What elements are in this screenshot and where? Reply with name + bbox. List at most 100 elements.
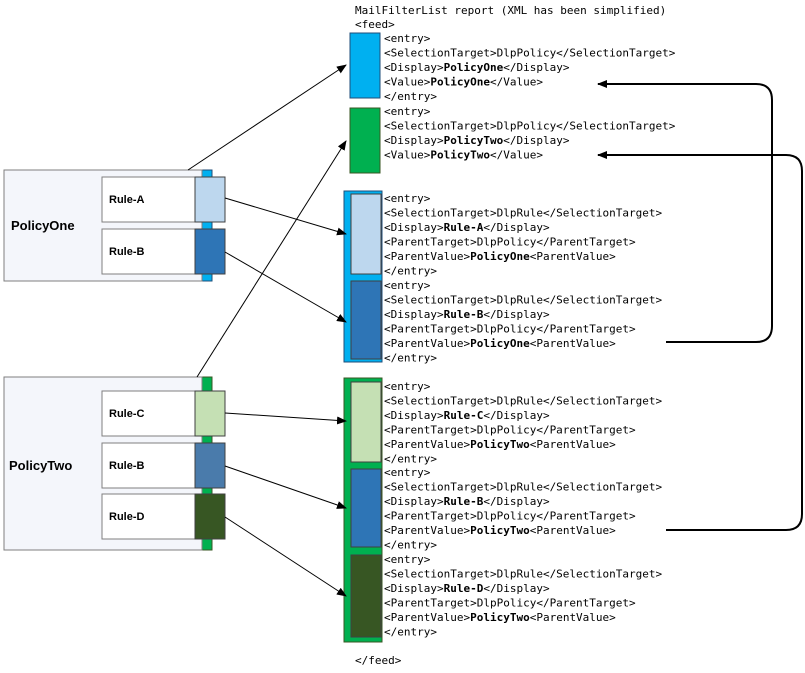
xml-line: <Display>Rule-D</Display>	[384, 582, 550, 595]
xml-text: </Display>	[483, 308, 550, 321]
xml-text: <ParentValue>	[384, 524, 470, 537]
xml-line: <entry>	[384, 32, 431, 45]
xml-text: <entry>	[384, 553, 431, 566]
xml-text: <Display>	[384, 221, 444, 234]
xml-line: <Value>PolicyTwo</Value>	[384, 149, 543, 162]
rule-d-box	[101, 493, 197, 540]
rule-b-two-swatch	[194, 442, 226, 489]
xml-line: </entry>	[384, 265, 437, 278]
xml-line: <ParentValue>PolicyOne<ParentValue>	[384, 337, 616, 350]
xml-value: PolicyOne	[430, 76, 490, 89]
xml-text: <Display>	[384, 409, 444, 422]
xml-line: <entry>	[384, 466, 431, 479]
xml-value: PolicyOne	[470, 250, 530, 263]
xml-text: <ParentValue>	[530, 611, 616, 624]
xml-value: Rule-D	[444, 582, 484, 595]
xml-text: <Display>	[384, 134, 444, 147]
xml-line: <Value>PolicyOne</Value>	[384, 76, 543, 89]
policy-one-group: PolicyOne Rule-A Rule-B	[3, 169, 226, 282]
xml-text: <SelectionTarget>DlpRule</SelectionTarge…	[384, 568, 663, 581]
xml-text: <entry>	[384, 105, 431, 118]
rule-d-label: Rule-D	[109, 511, 145, 523]
xml-line: </entry>	[384, 539, 437, 552]
xml-line: <SelectionTarget>DlpRule</SelectionTarge…	[384, 294, 663, 307]
xml-value: Rule-B	[444, 308, 484, 321]
xml-value: PolicyOne	[444, 61, 504, 74]
xml-text: <SelectionTarget>DlpRule</SelectionTarge…	[384, 395, 663, 408]
xml-text: <entry>	[384, 466, 431, 479]
xml-text: <entry>	[384, 380, 431, 393]
xml-line: <entry>	[384, 553, 431, 566]
xml-text: <ParentTarget>DlpPolicy</ParentTarget>	[384, 424, 636, 437]
xml-text: <entry>	[384, 279, 431, 292]
xml-text: </entry>	[384, 453, 437, 466]
xml-line: <ParentValue>PolicyOne<ParentValue>	[384, 250, 616, 263]
xml-line: <Display>Rule-A</Display>	[384, 221, 550, 234]
xml-text: <SelectionTarget>DlpPolicy</SelectionTar…	[384, 120, 676, 133]
xml-text: <Value>	[384, 149, 431, 162]
xml-line: <SelectionTarget>DlpRule</SelectionTarge…	[384, 481, 663, 494]
xml-line: <SelectionTarget>DlpPolicy</SelectionTar…	[384, 47, 676, 60]
xml-line: <entry>	[384, 192, 431, 205]
xml-value: Rule-C	[444, 409, 484, 422]
xml-line: <Display>Rule-B</Display>	[384, 308, 550, 321]
policy-two-parent-reference	[597, 151, 803, 531]
xml-text: <ParentValue>	[384, 611, 470, 624]
rule-c-entry-marker	[350, 381, 382, 463]
rule-c-label: Rule-C	[109, 408, 145, 420]
xml-line: <ParentValue>PolicyTwo<ParentValue>	[384, 611, 616, 624]
xml-value: Rule-B	[444, 495, 484, 508]
xml-value: PolicyTwo	[470, 438, 530, 451]
xml-line: <SelectionTarget>DlpRule</SelectionTarge…	[384, 568, 663, 581]
rule-b-two-label: Rule-B	[109, 460, 145, 472]
xml-line: <entry>	[384, 279, 431, 292]
xml-text: </Display>	[483, 582, 550, 595]
xml-text: <SelectionTarget>DlpPolicy</SelectionTar…	[384, 47, 676, 60]
rule-d-swatch	[194, 493, 226, 540]
rule-a-swatch	[194, 176, 226, 223]
xml-text: <ParentValue>	[530, 250, 616, 263]
xml-line: <ParentValue>PolicyTwo<ParentValue>	[384, 438, 616, 451]
policy-one-entry-marker	[349, 32, 381, 99]
xml-line: </entry>	[384, 352, 437, 365]
xml-text: <ParentValue>	[384, 438, 470, 451]
arrow-policy-two-to-entry	[196, 140, 347, 378]
policy-one-label: PolicyOne	[11, 218, 75, 233]
xml-line: <entry>	[384, 105, 431, 118]
rule-a-box	[101, 176, 197, 223]
feed-open-tag: <feed>	[355, 18, 395, 31]
xml-text: <ParentValue>	[530, 337, 616, 350]
xml-text: </entry>	[384, 90, 437, 103]
xml-line: <ParentTarget>DlpPolicy</ParentTarget>	[384, 424, 636, 437]
arrow-rule-d-to-entry	[224, 516, 347, 597]
xml-line: </entry>	[384, 626, 437, 639]
xml-text: <Display>	[384, 61, 444, 74]
xml-text: </Display>	[503, 61, 570, 74]
xml-line: </entry>	[384, 90, 437, 103]
xml-value: Rule-A	[444, 221, 484, 234]
xml-text: </entry>	[384, 352, 437, 365]
xml-text: <Display>	[384, 308, 444, 321]
xml-line: <ParentTarget>DlpPolicy</ParentTarget>	[384, 236, 636, 249]
xml-text: </entry>	[384, 539, 437, 552]
xml-text: <ParentTarget>DlpPolicy</ParentTarget>	[384, 597, 636, 610]
xml-line: </entry>	[384, 453, 437, 466]
arrow-rule-b-one-to-entry	[224, 251, 347, 323]
xml-text: </Value>	[490, 149, 543, 162]
xml-line: <Display>PolicyOne</Display>	[384, 61, 570, 74]
xml-text: <Value>	[384, 76, 431, 89]
xml-line: <ParentTarget>DlpPolicy</ParentTarget>	[384, 510, 636, 523]
report-header: MailFilterList report (XML has been simp…	[355, 4, 666, 17]
xml-text: </entry>	[384, 626, 437, 639]
xml-text: <SelectionTarget>DlpRule</SelectionTarge…	[384, 294, 663, 307]
xml-text: <SelectionTarget>DlpRule</SelectionTarge…	[384, 207, 663, 220]
xml-text: <ParentValue>	[530, 524, 616, 537]
xml-value: PolicyTwo	[470, 524, 530, 537]
feed-close-tag: </feed>	[355, 654, 402, 667]
xml-text: </Display>	[483, 495, 550, 508]
arrow-rule-b-two-to-entry	[224, 465, 347, 509]
policy-two-label: PolicyTwo	[9, 458, 72, 473]
xml-text: <ParentTarget>DlpPolicy</ParentTarget>	[384, 510, 636, 523]
